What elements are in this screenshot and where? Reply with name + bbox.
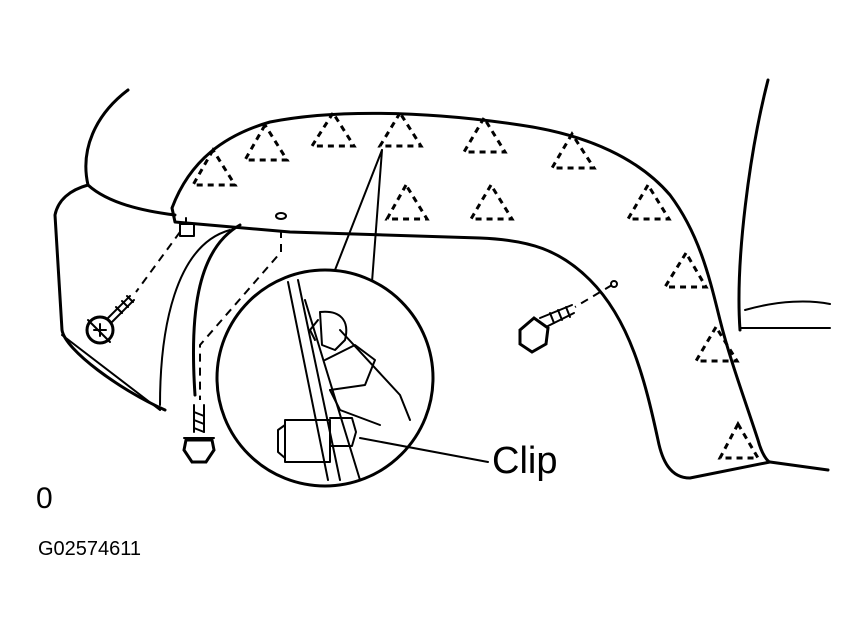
seal-mark [717,420,761,460]
screw-bottom [182,404,216,464]
seal-mark [662,250,709,289]
install-guides [135,230,613,400]
seal-mark [242,122,290,162]
figure-code: G02574611 [38,538,142,560]
seal-mark [377,110,424,148]
seal-mark [625,182,672,221]
seal-mark [190,147,238,187]
seal-mark [693,324,740,363]
figure-number: 0 [36,482,53,515]
seal-mark [384,182,430,221]
seal-marks [190,110,761,460]
screw-right [518,304,575,354]
detail-view [215,268,489,488]
mount-holes [179,212,618,288]
vehicle-body-outline [53,78,831,472]
seal-mark [549,131,597,170]
seal-mark [461,115,508,154]
clip-label: Clip [492,440,558,482]
screw-left [85,295,135,345]
seal-mark [309,110,357,148]
seal-mark [468,182,515,221]
callout-lines [334,149,383,283]
